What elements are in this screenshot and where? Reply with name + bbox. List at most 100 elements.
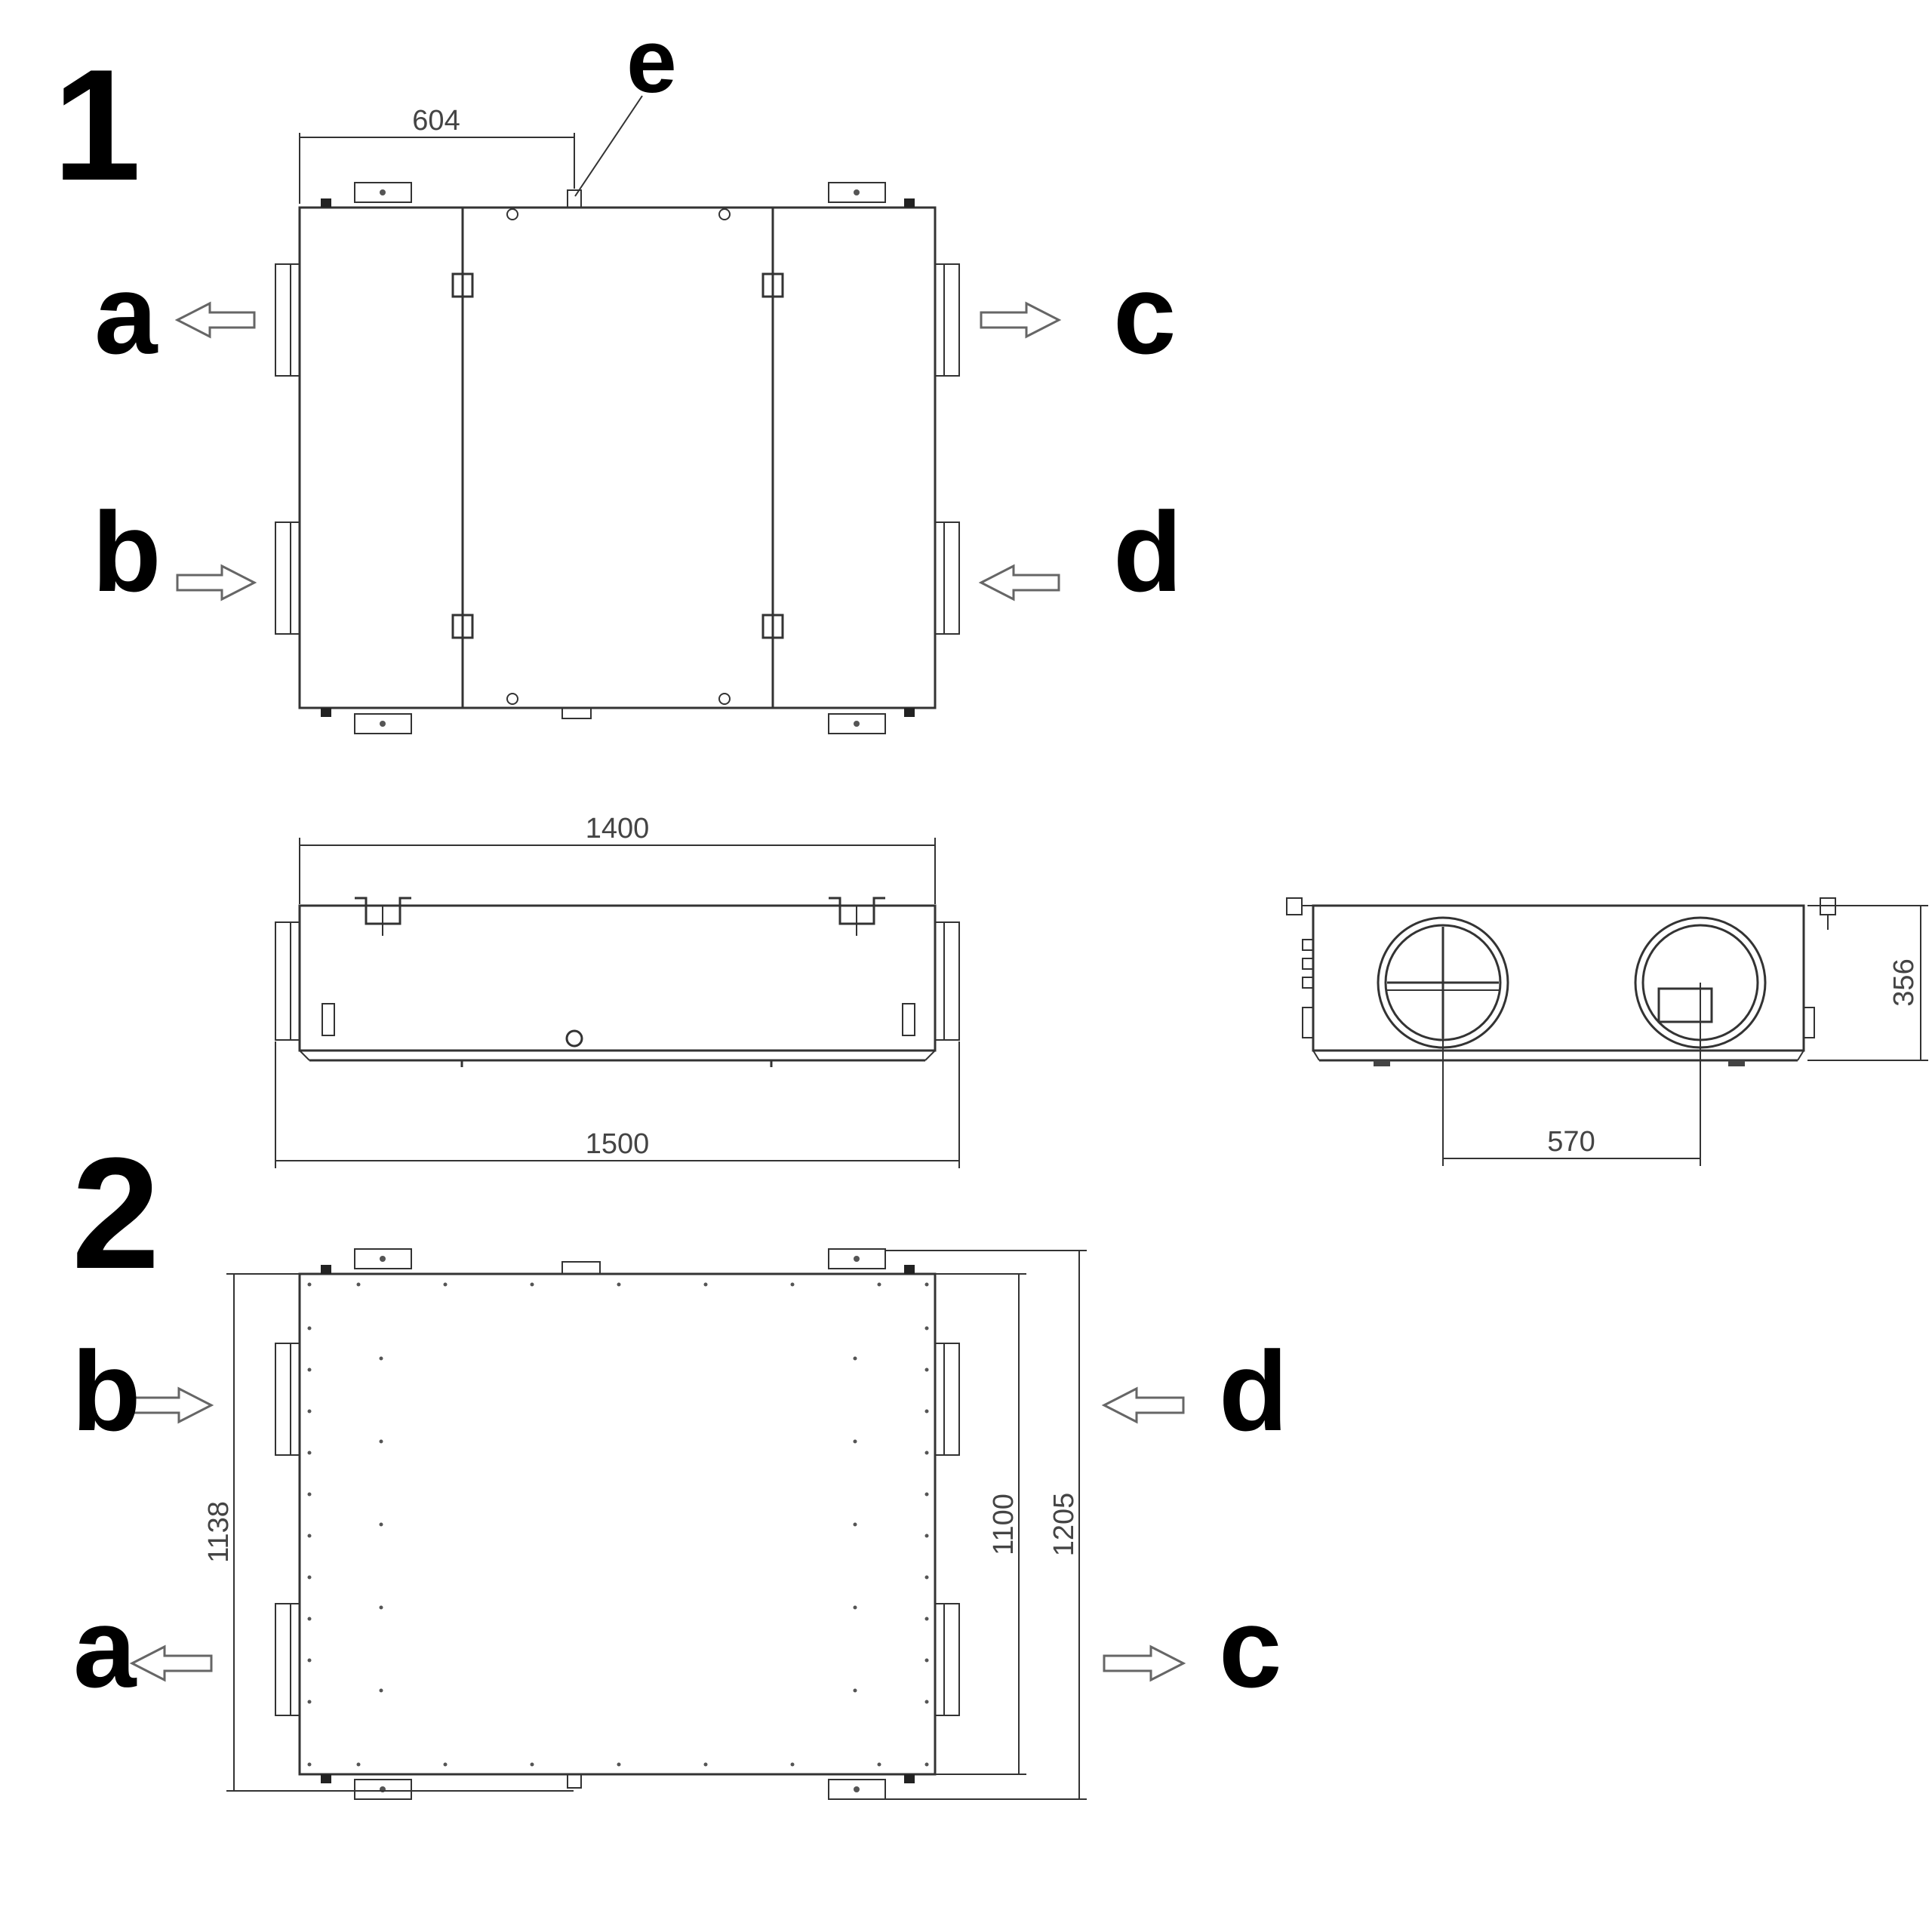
- screw-dot: [924, 1451, 929, 1455]
- screw-dot: [924, 1658, 929, 1663]
- spigot-front-right: [934, 921, 960, 1041]
- screw-dot: [307, 1367, 312, 1372]
- hinge-1: [451, 272, 474, 298]
- screw-dot: [307, 1326, 312, 1331]
- dim-604: 604: [412, 105, 460, 137]
- unit-body-bottom: [298, 1272, 937, 1776]
- port-d-label-1: d: [1113, 488, 1183, 615]
- dim-356: 356: [1888, 958, 1920, 1006]
- screw-dot: [924, 1326, 929, 1331]
- arrow-in-b-2: [131, 1386, 214, 1424]
- screw-dot: [379, 1356, 383, 1361]
- screw-dot: [307, 1575, 312, 1580]
- screw-dot: [877, 1282, 881, 1287]
- port-a-label-2: a: [73, 1584, 137, 1711]
- bottom-bracket-bottom-left: [354, 1779, 412, 1800]
- screw-dot: [877, 1762, 881, 1767]
- latch-left: [321, 1003, 335, 1036]
- view-1-top: 1 e: [53, 11, 1183, 734]
- latch-right: [902, 1003, 915, 1036]
- hole-4: [718, 693, 731, 705]
- spigot-front-left: [275, 921, 300, 1041]
- screw-dot: [356, 1282, 361, 1287]
- spigot-b-top: [275, 521, 300, 635]
- port-e-label: e: [626, 11, 677, 112]
- arrow-out-a: [174, 301, 256, 339]
- unit-body-front: [298, 904, 937, 1052]
- hole-2: [718, 208, 731, 220]
- view-2-number: 2: [72, 1124, 160, 1302]
- screw-dot: [379, 1605, 383, 1610]
- screw-dot: [307, 1492, 312, 1497]
- spigot-d-bottom: [934, 1343, 960, 1456]
- spigot-d-top: [934, 521, 960, 635]
- screw-dot: [790, 1762, 795, 1767]
- screw-dot: [924, 1409, 929, 1414]
- port-e-fitting: [567, 189, 582, 208]
- dim-1100: 1100: [988, 1494, 1020, 1555]
- screw-dot: [790, 1282, 795, 1287]
- spigot-c-top: [934, 263, 960, 377]
- screw-dot: [853, 1688, 857, 1693]
- screw-dot: [530, 1282, 534, 1287]
- screw-dot: [924, 1492, 929, 1497]
- screw-dot: [924, 1367, 929, 1372]
- bottom-port-fitting: [567, 1774, 582, 1789]
- screw-dot: [307, 1409, 312, 1414]
- spigot-a-top: [275, 263, 300, 377]
- view-1-number: 1: [53, 36, 141, 214]
- screw-dot: [703, 1762, 708, 1767]
- screw-dot: [924, 1282, 929, 1287]
- spigot-b-bottom: [275, 1343, 300, 1456]
- bracket-bottom-right: [828, 713, 886, 734]
- view-2-bottom: 2 b a d: [72, 1124, 1288, 1800]
- hole-1: [506, 208, 518, 220]
- screw-dot: [443, 1282, 448, 1287]
- side-fitting-right-bottom: [1803, 1007, 1815, 1038]
- port-d-label-2: d: [1219, 1327, 1288, 1454]
- port-c-label-1: c: [1113, 251, 1176, 377]
- bracket-top-right: [828, 182, 886, 203]
- dim-1500: 1500: [586, 1128, 650, 1160]
- screw-dot: [617, 1762, 621, 1767]
- dim-570: 570: [1547, 1126, 1595, 1158]
- port-b-label-1: b: [92, 488, 162, 615]
- hole-3: [506, 693, 518, 705]
- screw-dot: [307, 1534, 312, 1538]
- screw-dots: [307, 1282, 929, 1767]
- screw-dot: [356, 1762, 361, 1767]
- screw-dot: [924, 1534, 929, 1538]
- spigot-a-bottom: [275, 1603, 300, 1716]
- screw-dot: [307, 1617, 312, 1621]
- dim-1205: 1205: [1048, 1493, 1080, 1557]
- front-center-port: [565, 1029, 583, 1048]
- bottom-bracket-top-right: [828, 1248, 886, 1269]
- port-a-label-1: a: [94, 251, 158, 377]
- view-side: 356 570: [1286, 897, 1928, 1166]
- spigot-c-bottom: [934, 1603, 960, 1716]
- hinge-3: [451, 614, 474, 639]
- arrow-in-d-2: [1101, 1386, 1185, 1424]
- screw-dot: [924, 1575, 929, 1580]
- screw-dot: [443, 1762, 448, 1767]
- screw-dot: [853, 1605, 857, 1610]
- screw-dot: [853, 1356, 857, 1361]
- dim-1400: 1400: [586, 813, 650, 844]
- screw-dot: [379, 1439, 383, 1444]
- damper-motor: [1657, 987, 1713, 1023]
- screw-dot: [307, 1658, 312, 1663]
- screw-dot: [379, 1688, 383, 1693]
- port-c-label-2: c: [1219, 1584, 1281, 1711]
- view-front: 1400 1500: [275, 813, 960, 1168]
- screw-dot: [853, 1522, 857, 1527]
- screw-dot: [307, 1451, 312, 1455]
- bracket-bottom-left: [354, 713, 412, 734]
- port-b-label-2: b: [72, 1327, 141, 1454]
- screw-dot: [307, 1700, 312, 1704]
- arrow-in-b: [176, 564, 257, 601]
- arrow-out-c: [980, 301, 1062, 339]
- bottom-bracket-bottom-right: [828, 1779, 886, 1800]
- screw-dot: [703, 1282, 708, 1287]
- port-e-leader: [574, 95, 643, 197]
